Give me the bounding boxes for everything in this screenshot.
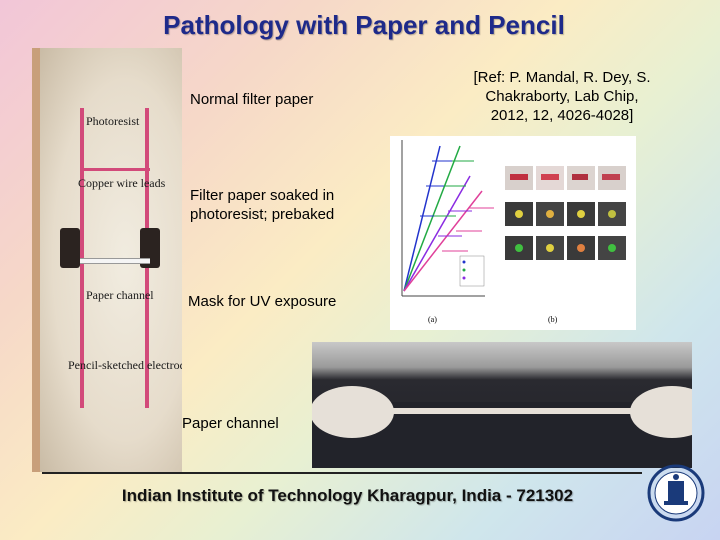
reference-line3: 2012, 12, 4026-4028] <box>490 107 634 124</box>
footer-divider <box>42 472 642 474</box>
label-soaked: Filter paper soaked in photoresist; preb… <box>190 186 334 224</box>
series-line-2 <box>403 145 461 292</box>
paper-channel-strip <box>80 258 150 264</box>
photo-label-electrodes: Pencil-sketched electrodes <box>68 358 182 372</box>
label-mask: Mask for UV exposure <box>188 293 337 310</box>
reference-citation: [Ref: P. Mandal, R. Dey, S. Chakraborty,… <box>446 68 678 125</box>
reference-line2: Chakraborty, Lab Chip, <box>485 88 639 105</box>
paper-device-photo: Photoresist Copper wire leads Paper chan… <box>32 48 182 472</box>
label-normal-filter: Normal filter paper <box>190 91 314 108</box>
label-paper-channel: Paper channel <box>182 415 279 432</box>
series-line-1 <box>403 145 441 292</box>
photo-label-copper: Copper wire leads <box>78 176 166 190</box>
photo-label-paper-channel: Paper channel <box>86 288 154 302</box>
photo-label-photoresist: Photoresist <box>86 114 140 128</box>
panel-a-label: (a) <box>428 315 437 324</box>
paper-channel-photo <box>312 342 692 468</box>
label-soaked-line1: Filter paper soaked in <box>190 187 335 204</box>
paper-channel-graphic <box>312 386 692 468</box>
electrode-left <box>60 228 80 268</box>
footer-institute: Indian Institute of Technology Kharagpur… <box>121 486 574 505</box>
reference-line1: [Ref: P. Mandal, R. Dey, S. <box>473 69 651 86</box>
iit-kgp-logo-icon <box>646 463 706 525</box>
series-line-3 <box>403 175 471 292</box>
slide-title: Pathology with Paper and Pencil <box>163 10 565 40</box>
label-soaked-line2: photoresist; prebaked <box>190 206 335 223</box>
annotation-line <box>80 168 150 171</box>
strip-photo-grid <box>505 166 626 260</box>
panel-b-label: (b) <box>548 315 558 324</box>
figure-graphic: (a) (b) <box>401 140 626 324</box>
paper-figure: (a) (b) <box>390 136 636 330</box>
